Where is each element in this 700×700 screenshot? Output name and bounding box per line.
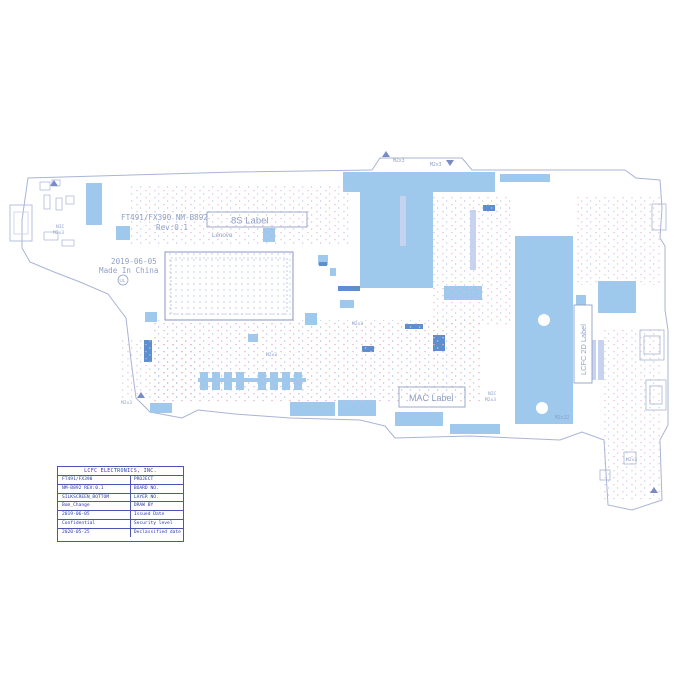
title-block-row: NM-B892 REV:0.1 BOARD NO. <box>58 484 183 494</box>
title-block-row: FT491/FX390 PROJECT <box>58 476 183 485</box>
svg-text:M2x3: M2x3 <box>53 230 64 236</box>
label-mac-text: MAC Label <box>409 393 454 403</box>
screw-marker-bottom-left: M2x3 <box>121 392 145 406</box>
screw-marker-conn-a: M2x3 <box>266 352 277 358</box>
pad-small-5 <box>318 255 328 265</box>
mounting-hole-2 <box>536 402 548 414</box>
svg-text:M2x3: M2x3 <box>266 352 277 358</box>
title-block-value: SILKSCREEN_BOTTOM <box>58 493 131 502</box>
board-revision-text: Rev:0.1 <box>156 223 188 232</box>
right-edge-connectors <box>599 203 667 481</box>
label-8s-text: 8S Label <box>231 216 269 227</box>
arrow-marker-top-left <box>50 180 58 186</box>
pad-conn-a <box>290 402 335 416</box>
title-block-value: Bom_Change <box>58 502 131 511</box>
mounting-hole-1 <box>538 314 550 326</box>
component-field-mid <box>150 320 480 402</box>
title-block-key: BOARD NO. <box>133 485 159 491</box>
pad-small-4 <box>145 312 157 322</box>
component-field-left <box>130 185 350 245</box>
title-block-key: Declassified date <box>133 529 181 535</box>
label-lcfc-box <box>573 304 593 384</box>
title-block-value: Confidential <box>58 519 131 528</box>
svg-text:M2x3: M2x3 <box>352 321 363 327</box>
title-block-key: LAYER NO. <box>133 494 159 500</box>
screw-marker-top-right: M2x3 <box>430 160 454 168</box>
board-model-text: FT491/FX390 NM-B892 <box>121 213 208 222</box>
svg-text:M2x3: M2x3 <box>393 158 405 164</box>
pad-small-9 <box>330 268 336 276</box>
title-block-value: FT491/FX390 <box>58 476 131 484</box>
screw-marker-right-big: M2x22 <box>553 413 573 421</box>
svg-text:M2x3: M2x3 <box>626 457 637 463</box>
component-field-far-right <box>575 195 660 285</box>
usb-connector-outline <box>9 204 33 242</box>
title-block-value: 2020-05-25 <box>58 528 131 537</box>
title-block-row: Confidential Security level <box>58 519 183 529</box>
pad-pch <box>360 191 433 288</box>
svg-text:M2x22: M2x22 <box>555 415 570 421</box>
pad-small-7 <box>576 295 586 305</box>
title-block-value: 2019-06-05 <box>58 511 131 519</box>
ul-mark-icon <box>117 274 129 286</box>
title-block-company: LCFC ELECTRONICS, INC. <box>58 467 183 476</box>
board-outline <box>21 157 669 511</box>
pad-right-chip <box>598 281 636 313</box>
screw-marker-center: M2x3 <box>352 321 363 327</box>
cpu-package-inner <box>170 257 288 315</box>
svg-text:NIC: NIC <box>488 391 497 397</box>
usb-connector-inner <box>13 211 29 235</box>
board-origin-text: Made In China <box>99 266 158 275</box>
ul-mark-text: UL <box>120 278 126 283</box>
title-block-key: PROJECT <box>133 477 154 482</box>
pad-conn-b <box>338 400 376 416</box>
cpu-package <box>164 251 294 321</box>
svg-text:M2x3: M2x3 <box>485 397 496 403</box>
title-block-key: Issued Date <box>133 512 165 518</box>
title-block-row: 2020-05-25 Declassified date <box>58 528 183 537</box>
pad-small-1 <box>116 226 130 240</box>
left-edge-marks <box>39 179 75 247</box>
title-block-row: 2019-06-05 Issued Date <box>58 511 183 520</box>
pad-top-right-strip <box>500 174 550 182</box>
pad-cpu-top-band <box>343 172 495 192</box>
screw-marker-conn-b: M2x3 <box>626 457 658 493</box>
title-block-row: Bom_Change DRAW BY <box>58 502 183 512</box>
label-mac-box <box>398 386 466 408</box>
label-lcfc-text: LCFC 2D Label <box>579 324 588 375</box>
pad-conn-e <box>150 403 172 413</box>
label-8s-box <box>206 211 308 228</box>
svg-text:M2x3: M2x3 <box>121 400 132 406</box>
title-block-key: DRAW BY <box>133 503 154 509</box>
svg-text:M2x3: M2x3 <box>430 162 442 168</box>
screw-marker-nic-right: NIC M2x3 <box>485 391 497 403</box>
title-block-key: Security level <box>133 520 173 526</box>
pad-left-tall <box>86 183 102 225</box>
screw-marker-top-left: M2x3 <box>382 151 405 164</box>
pad-conn-d <box>450 424 500 434</box>
lenovo-logo-text: Lenovo <box>212 232 233 239</box>
title-block-value: NM-B892 REV:0.1 <box>58 484 131 493</box>
screw-marker-nic-left: NIC M2x3 <box>53 224 65 236</box>
pad-conn-c <box>395 412 443 426</box>
pad-dimm-big <box>515 236 573 424</box>
title-block-row: SILKSCREEN_BOTTOM LAYER NO. <box>58 493 183 503</box>
pad-small-6 <box>340 300 354 308</box>
component-field-lower-left <box>120 340 200 400</box>
component-field-lower-right <box>600 330 660 500</box>
svg-text:NIC: NIC <box>56 224 65 230</box>
title-block: LCFC ELECTRONICS, INC. FT491/FX390 PROJE… <box>57 466 184 542</box>
board-date-text: 2019-06-05 <box>111 257 157 266</box>
pin-headers <box>400 196 604 380</box>
